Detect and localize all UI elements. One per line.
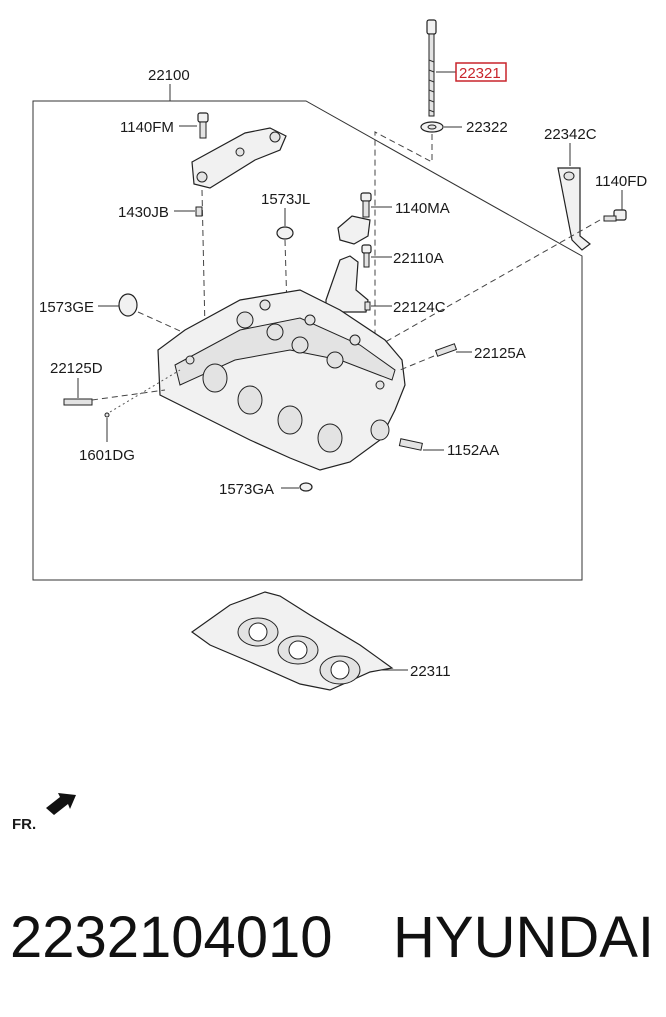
- callout-1573JL[interactable]: 1573JL: [261, 191, 310, 208]
- part-bracket[interactable]: [557, 167, 591, 251]
- part-plug-1573JL[interactable]: [276, 226, 294, 240]
- callout-22322[interactable]: 22322: [466, 119, 508, 136]
- part-bolt-1140MA[interactable]: [360, 192, 372, 218]
- callout-1573GE[interactable]: 1573GE: [39, 299, 94, 316]
- parts-diagram: FR. 22100 22321 22322 22342C 1140FM 1140…: [12, 19, 647, 833]
- part-cylinder-head[interactable]: [157, 289, 406, 471]
- callout-22110A[interactable]: 22110A: [393, 250, 444, 267]
- caption-part-number: 2232104010: [10, 905, 333, 970]
- dash-22125A: [399, 355, 435, 371]
- part-dowel-1601DG[interactable]: [104, 412, 110, 418]
- callout-22125A[interactable]: 22125A: [474, 345, 526, 362]
- caption-bar: 2232104010 HYUNDAI: [10, 905, 654, 970]
- dash-washer-to-head: [374, 131, 433, 370]
- caption-brand: HYUNDAI: [393, 905, 654, 970]
- assembly-frame: [32, 100, 583, 581]
- callout-1573GA[interactable]: 1573GA: [219, 481, 274, 498]
- front-arrow-icon: [46, 793, 76, 815]
- part-plug-1573GE[interactable]: [118, 293, 138, 317]
- dash-bracket: [379, 219, 601, 346]
- part-head-gasket[interactable]: [190, 591, 394, 691]
- highlight-box-22321: [455, 62, 507, 82]
- callout-1140FD[interactable]: 1140FD: [595, 173, 647, 190]
- part-pin-22124C[interactable]: [364, 301, 371, 311]
- part-stud-22125A[interactable]: [434, 343, 458, 357]
- front-marker-label: FR.: [12, 816, 36, 833]
- part-camshaft-cap[interactable]: [191, 127, 287, 189]
- part-stud-22125D[interactable]: [63, 398, 93, 406]
- part-head-bolt[interactable]: [426, 19, 437, 117]
- callout-22124C[interactable]: 22124C: [393, 299, 446, 316]
- dash-22125D: [91, 389, 166, 401]
- callout-22311[interactable]: 22311: [410, 663, 451, 680]
- callout-1601DG[interactable]: 1601DG: [79, 447, 135, 464]
- callout-22342C[interactable]: 22342C: [544, 126, 597, 143]
- callout-22125D[interactable]: 22125D: [50, 360, 103, 377]
- part-bolt-1140FM[interactable]: [197, 112, 209, 139]
- part-block[interactable]: [337, 215, 371, 245]
- callout-1140FM[interactable]: 1140FM: [120, 119, 174, 136]
- callout-1152AA[interactable]: 1152AA: [447, 442, 499, 459]
- part-dowel-1430JB[interactable]: [195, 206, 203, 217]
- part-stud-1152AA[interactable]: [398, 438, 423, 451]
- dash-1601DG: [109, 369, 181, 413]
- callout-22321[interactable]: 22321: [459, 65, 501, 82]
- callout-22100[interactable]: 22100: [148, 67, 190, 84]
- dash-plug: [284, 239, 288, 311]
- part-plug-1573GA[interactable]: [299, 482, 313, 492]
- callout-1140MA[interactable]: 1140MA: [395, 200, 450, 217]
- part-cap-22110A[interactable]: [325, 255, 369, 313]
- dash-cap: [201, 189, 206, 331]
- part-bolt-22110A[interactable]: [361, 244, 372, 268]
- callout-1430JB[interactable]: 1430JB: [118, 204, 169, 221]
- dash-1573GE: [137, 311, 201, 341]
- part-bolt-1140FD[interactable]: [603, 209, 627, 222]
